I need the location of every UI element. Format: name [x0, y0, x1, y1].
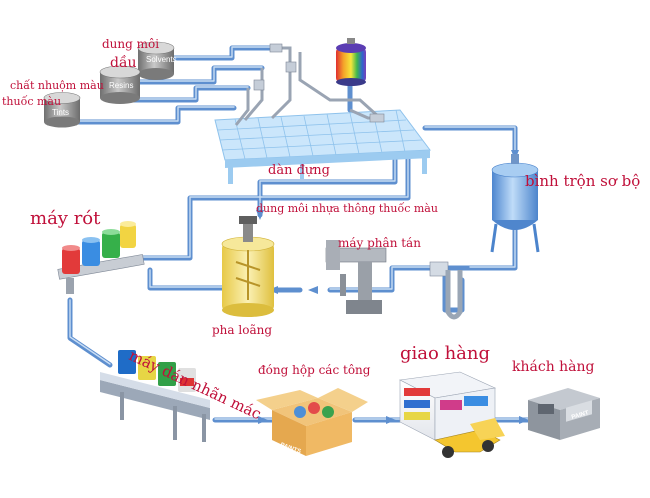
- solvents-tank: Solvents: [137, 41, 177, 80]
- filling-machine: [57, 221, 145, 294]
- label-binh-tron-so-bo: bình trộn sơ bộ: [525, 172, 641, 190]
- flow-meter: [429, 261, 463, 320]
- label-khach-hang: khách hàng: [512, 359, 595, 375]
- label-dung-moi-nhua-thong-thuoc-mau: dung môi nhựa thông thuốc màu: [256, 202, 438, 215]
- color-tank: [336, 38, 366, 86]
- label-may-phan-tan: máy phân tán: [338, 236, 421, 250]
- label-may-rot: máy rót: [30, 208, 101, 229]
- rack-platform: [214, 43, 431, 184]
- label-dau: dầu: [110, 55, 137, 71]
- label-dung-moi: dung môi: [102, 37, 160, 51]
- tints-tank: Tints: [43, 92, 81, 128]
- dilution-mixer: [221, 216, 275, 317]
- delivery-truck: [399, 371, 505, 458]
- resins-tank-label: Resins: [109, 81, 133, 90]
- store-paint-text: PAINT: [571, 410, 590, 421]
- pipes: [63, 45, 533, 424]
- solvents-tank-label: Solvents: [146, 55, 177, 64]
- label-giao-hang: giao hàng: [400, 343, 491, 364]
- label-dan-dung: dàn đựng: [268, 163, 330, 178]
- label-pha-loang: pha loãng: [212, 323, 273, 337]
- customer-store: PAINT: [528, 388, 600, 440]
- dispenser-machine: [325, 240, 387, 314]
- cardboard-box: PAINTS: [256, 388, 368, 456]
- label-thuoc-mau: thuốc màu: [2, 95, 62, 108]
- premix-vessel: [490, 154, 540, 253]
- resins-tank: Resins: [99, 65, 141, 104]
- label-chat-nhuom-mau: chất nhuộm màu: [10, 79, 104, 92]
- labeling-conveyor: [100, 350, 210, 442]
- tints-tank-label: Tints: [52, 108, 69, 117]
- label-dong-hop-cac-tong: đóng hộp các tông: [258, 363, 371, 377]
